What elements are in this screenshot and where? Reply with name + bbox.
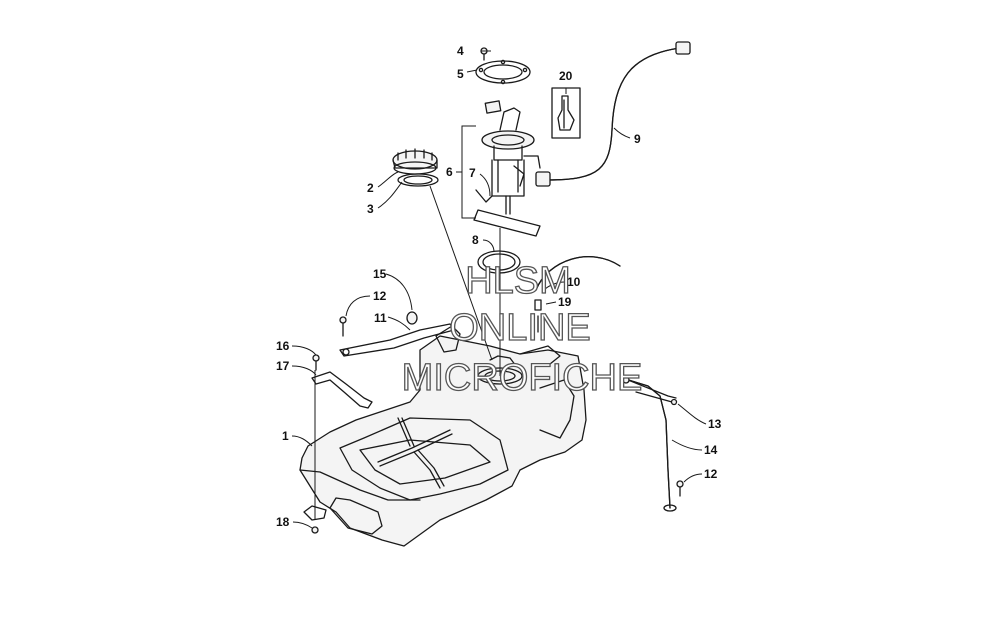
callout-11: 11 [374, 311, 387, 325]
callout-5: 5 [457, 67, 464, 81]
bolt-part-12-left [339, 316, 347, 337]
callout-13: 13 [708, 417, 722, 431]
callout-19: 19 [558, 295, 572, 309]
callout-14: 14 [704, 443, 718, 457]
callout-12-right: 12 [704, 467, 718, 481]
fuel-tank [299, 325, 587, 547]
fuel-cap [392, 148, 438, 175]
callout-15: 15 [373, 267, 387, 281]
bolt-part-16 [312, 354, 320, 371]
callout-2: 2 [367, 181, 374, 195]
callout-10: 10 [567, 275, 581, 289]
wire-connector-box [551, 87, 581, 139]
callout-12-left: 12 [373, 289, 387, 303]
ring-part-8 [477, 250, 521, 274]
nut-part-18 [303, 505, 327, 534]
screw-part-4 [480, 47, 488, 61]
fuel-pump-assembly [473, 100, 541, 237]
cap-gasket [397, 173, 439, 187]
callout-3: 3 [367, 202, 374, 216]
leader-lines [291, 50, 707, 529]
callout-6: 6 [446, 165, 453, 179]
callout-17: 17 [276, 359, 290, 373]
bolt-part-13 [635, 391, 678, 406]
callout-9: 9 [634, 132, 641, 146]
rear-bracket [311, 371, 373, 409]
clip-part-19 [534, 299, 542, 333]
watermark-line-3: MICROFICHE [402, 357, 643, 399]
callout-7: 7 [469, 166, 476, 180]
gasket-part-5 [475, 59, 531, 85]
cap-alignment-line [429, 185, 493, 361]
callout-18: 18 [276, 515, 290, 529]
callout-1: 1 [282, 429, 289, 443]
callout-4: 4 [457, 44, 464, 58]
fuel-line-hose [535, 41, 691, 187]
watermark: HLSM ONLINE MICROFICHE [401, 259, 643, 399]
vent-hose [535, 256, 621, 291]
bolt-part-12-right [676, 480, 684, 497]
tank-strap [339, 323, 455, 357]
bushing-part-15 [406, 311, 418, 325]
watermark-line-2: ONLINE [449, 307, 590, 349]
tank-rod [621, 376, 677, 512]
callout-8: 8 [472, 233, 479, 247]
callout-16: 16 [276, 339, 290, 353]
callout-20: 20 [559, 69, 573, 83]
watermark-line-1: HLSM [465, 260, 571, 302]
callout-labels: 4 5 20 9 6 7 2 3 8 10 15 12 19 11 16 17 … [276, 44, 722, 529]
